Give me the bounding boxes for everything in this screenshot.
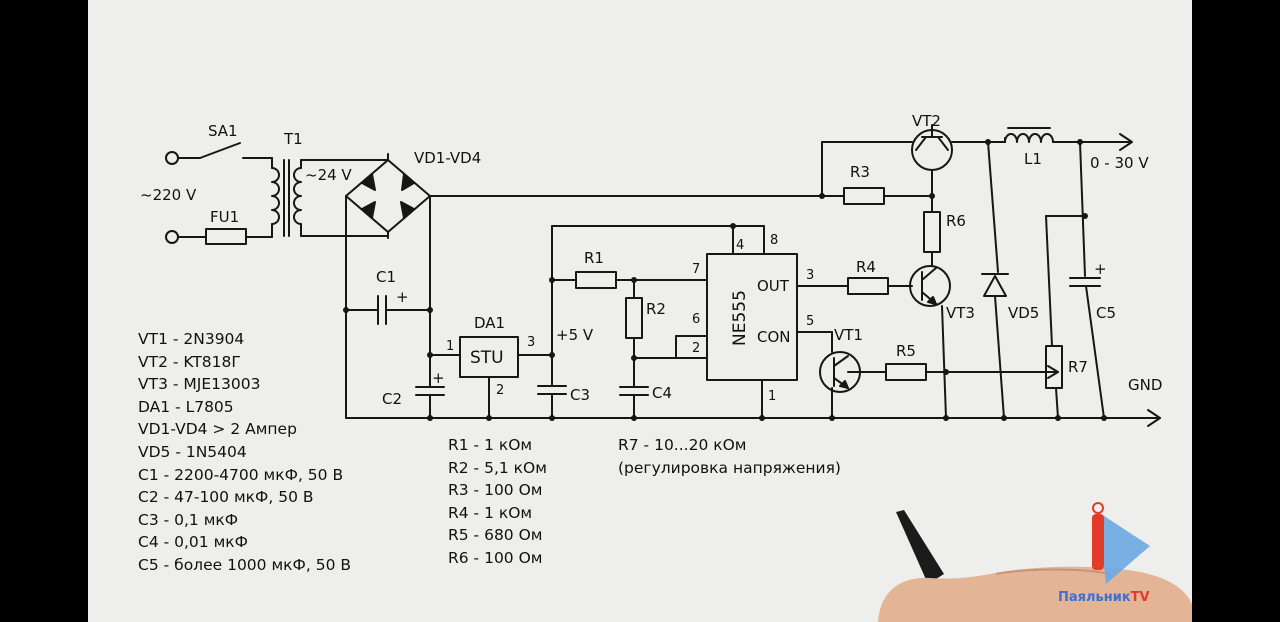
resistor-r1 <box>551 271 708 289</box>
label-c2-plus: + <box>432 369 445 387</box>
label-c1-plus: + <box>396 288 409 306</box>
inductor-l1 <box>1004 127 1133 151</box>
label-r5: R5 <box>896 342 916 360</box>
label-da1-pin1: 1 <box>446 339 454 354</box>
component-list-item: C2 - 47-100 мкФ, 50 В <box>138 488 314 507</box>
component-list-item: C3 - 0,1 мкФ <box>138 510 239 529</box>
transistor-vt1 <box>819 351 861 419</box>
label-c5: C5 <box>1096 304 1116 322</box>
regulator-da1 <box>459 336 553 419</box>
label-ne555-pin5: 5 <box>806 314 814 329</box>
label-c2: C2 <box>382 390 402 408</box>
capacitor-c4 <box>619 386 649 419</box>
label-r6: R6 <box>946 212 966 230</box>
label-ne555-pin7: 7 <box>692 262 700 277</box>
label-da1-pin2: 2 <box>496 383 504 398</box>
label-vt2: VT2 <box>912 112 941 130</box>
transistor-vt2 <box>911 124 953 171</box>
label-stu: STU <box>470 348 504 368</box>
label-ne555: NE555 <box>730 290 750 346</box>
component-list-item: C5 - более 1000 мкФ, 50 В <box>138 555 351 574</box>
resistor-r4 <box>796 277 913 295</box>
label-c4: C4 <box>652 384 672 402</box>
channel-logo-text: ПаяльникTV <box>1058 590 1150 605</box>
capacitor-c5 <box>1069 141 1105 419</box>
paper-background <box>88 0 1192 622</box>
transistor-vt3 <box>909 265 951 419</box>
component-list-item: VD5 - 1N5404 <box>138 442 247 461</box>
label-ne555-con: CON <box>757 328 791 346</box>
label-ne555-pin8: 8 <box>770 233 778 248</box>
timer-ne555 <box>706 253 798 419</box>
channel-logo-icon <box>1092 502 1150 584</box>
label-ne555-out: OUT <box>757 277 790 295</box>
label-ne555-pin2: 2 <box>692 341 700 356</box>
resistor-list-item: R5 - 680 Ом <box>448 526 543 545</box>
pen <box>896 510 944 584</box>
label-ne555-pin3: 3 <box>806 268 814 283</box>
capacitor-c3 <box>537 354 567 419</box>
switch-sa1 <box>177 142 273 159</box>
component-list-item: VT1 - 2N3904 <box>138 330 245 348</box>
r7-note: R7 - 10...20 кОм (регулировка напряжения… <box>618 434 841 479</box>
resistor-list: R1 - 1 кОм R2 - 5,1 кОм R3 - 100 Ом R4 - 1 … <box>448 434 547 570</box>
transformer-t1 <box>271 157 302 238</box>
label-ac220: ~220 V <box>140 186 197 204</box>
label-da1-pin3: 3 <box>527 335 535 350</box>
label-da1: DA1 <box>474 314 505 332</box>
resistor-list-item: R6 - 100 Ом <box>448 548 543 567</box>
r7-note-line1: R7 - 10...20 кОм <box>618 436 747 454</box>
label-r7: R7 <box>1068 358 1088 376</box>
label-r4: R4 <box>856 258 876 276</box>
fuse-fu1 <box>177 228 273 245</box>
potentiometer-r7 <box>1045 215 1086 419</box>
label-sa1: SA1 <box>208 122 238 140</box>
component-list-item: VT3 - MJE13003 <box>138 375 261 394</box>
label-l1: L1 <box>1024 150 1042 168</box>
label-vt3: VT3 <box>946 304 975 322</box>
label-t1: T1 <box>283 130 303 148</box>
label-gnd: GND <box>1128 376 1162 394</box>
label-plus5v: +5 V <box>556 326 594 344</box>
resistor-list-item: R3 - 100 Ом <box>448 481 543 500</box>
label-ac24: ~24 V <box>305 166 352 184</box>
diode-bridge-vd1-vd4 <box>345 159 431 233</box>
label-c5-plus: + <box>1094 260 1107 278</box>
logo-suffix: TV <box>1130 590 1150 605</box>
label-fu1: FU1 <box>210 208 239 226</box>
logo-name: Паяльник <box>1058 590 1131 605</box>
resistor-list-item: R1 - 1 кОм <box>448 436 533 454</box>
r7-note-line2: (регулировка напряжения) <box>618 458 841 477</box>
label-r2: R2 <box>646 300 666 318</box>
component-list-item: C4 - 0,01 мкФ <box>138 533 248 552</box>
hand <box>878 566 1192 622</box>
component-list-item: VT2 - KT818Г <box>138 352 241 371</box>
label-ne555-pin4: 4 <box>736 238 744 253</box>
label-ne555-pin6: 6 <box>692 312 700 327</box>
label-r3: R3 <box>850 163 870 181</box>
resistor-r6 <box>923 211 941 267</box>
resistor-list-item: R4 - 1 кОм <box>448 503 533 522</box>
component-list-item: VD1-VD4 > 2 Ампер <box>138 420 297 439</box>
label-r1: R1 <box>584 249 604 267</box>
label-c3: C3 <box>570 386 590 404</box>
capacitor-c2 <box>415 354 445 419</box>
diode-vd5 <box>981 141 1009 419</box>
label-c1: C1 <box>376 268 396 286</box>
label-vd5: VD5 <box>1008 304 1039 322</box>
resistor-r2 <box>625 279 643 388</box>
component-list-item: DA1 - L7805 <box>138 397 234 416</box>
resistor-r3 <box>821 187 933 205</box>
resistor-r5 <box>885 363 1059 381</box>
resistor-list-item: R2 - 5,1 кОм <box>448 458 547 477</box>
component-list-item: C1 - 2200-4700 мкФ, 50 В <box>138 465 344 484</box>
junction-dots <box>343 139 1107 421</box>
label-vd1-vd4: VD1-VD4 <box>414 149 481 167</box>
label-ne555-pin1: 1 <box>768 389 776 404</box>
label-out-range: 0 - 30 V <box>1090 154 1149 172</box>
capacitor-c1 <box>345 295 431 325</box>
label-vt1: VT1 <box>834 326 863 344</box>
